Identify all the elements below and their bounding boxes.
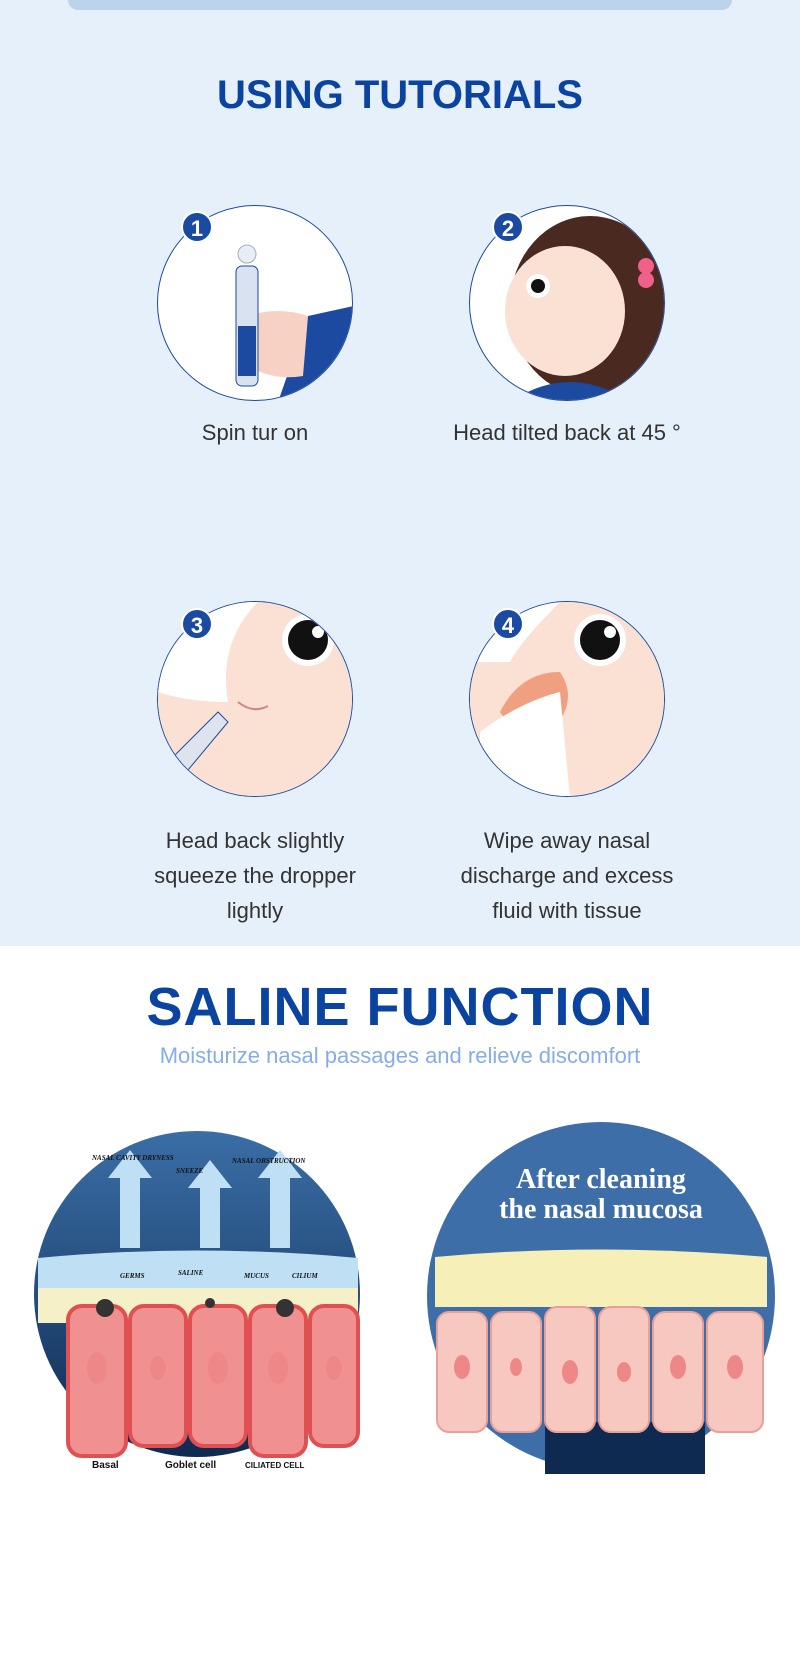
label-sneeze: SNEEZE xyxy=(176,1167,204,1175)
step-4-caption: Wipe away nasal discharge and excess flu… xyxy=(417,823,717,928)
caption-line: fluid with tissue xyxy=(492,898,642,923)
caption-line: squeeze the dropper xyxy=(154,863,356,888)
nasal-mucosa-before-illustration: NASAL CAVITY DRYNESS SNEEZE NASAL OBSTRU… xyxy=(30,1128,370,1478)
caption-line: Head back slightly xyxy=(165,828,345,853)
label-cilium: CILIUM xyxy=(292,1272,318,1280)
step-2-illustration xyxy=(469,205,665,401)
step-2-caption: Head tilted back at 45 ° xyxy=(453,420,681,445)
step-4-badge: 4 xyxy=(492,608,524,640)
label-saline: SALINE xyxy=(178,1269,204,1277)
step-3-badge: 3 xyxy=(181,608,213,640)
step-2-badge: 2 xyxy=(492,211,524,243)
top-band-bar xyxy=(68,0,732,10)
label-basal: Basal xyxy=(92,1460,119,1471)
label-mucus: MUCUS xyxy=(243,1272,269,1280)
nasal-mucosa-after-illustration: After cleaning the nasal mucosa xyxy=(425,1122,785,1474)
step-1-badge: 1 xyxy=(181,211,213,243)
step-3-caption: Head back slightly squeeze the dropper l… xyxy=(105,823,405,928)
step-1-caption: Spin tur on xyxy=(201,420,309,445)
tutorials-title: USING TUTORIALS xyxy=(217,73,583,117)
top-band xyxy=(0,0,800,11)
saline-subtitle: Moisturize nasal passages and relieve di… xyxy=(159,1043,641,1068)
after-title-line-1: After cleaning xyxy=(516,1164,686,1195)
label-nasal-cavity-dryness: NASAL CAVITY DRYNESS xyxy=(91,1154,174,1162)
caption-line: discharge and excess xyxy=(460,863,674,888)
label-germs: GERMS xyxy=(120,1272,145,1280)
label-nasal-obstruction: NASAL OBSTRUCTION xyxy=(231,1157,306,1165)
label-goblet-cell: Goblet cell xyxy=(165,1460,216,1471)
saline-title: SALINE FUNCTION xyxy=(146,977,654,1037)
caption-line: lightly xyxy=(226,898,284,923)
label-ciliated-cell: CILIATED CELL xyxy=(245,1461,305,1470)
after-title-line-2: the nasal mucosa xyxy=(499,1194,703,1225)
caption-line: Wipe away nasal xyxy=(483,828,651,853)
tutorials-section: USING TUTORIALS 1 Spin tur on 2 Head til… xyxy=(0,11,800,946)
